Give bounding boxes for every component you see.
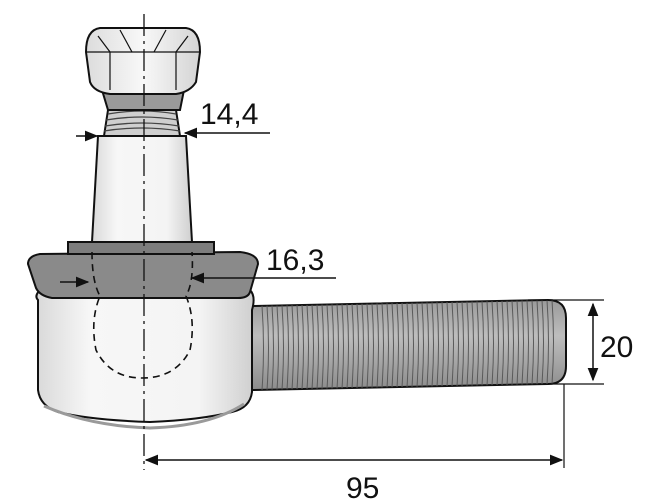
thread-ridge [476,301,479,386]
stud-diameter-label: 14,4 [200,98,258,131]
thread-ridge [341,304,344,389]
thread-diameter-label: 20 [600,331,633,364]
thread-ridge [451,301,454,386]
thread-ridge [546,299,549,385]
thread-ridge [346,304,349,389]
housing-body [35,289,255,430]
thread-ridge [306,304,309,389]
thread-ridge [431,302,434,387]
thread-ridge [296,305,299,390]
thread-ridge [356,303,359,388]
thread-ridge [531,300,534,385]
thread-ridge [426,302,429,387]
thread-ridge [491,301,494,386]
thread-ridge [536,300,539,385]
thread-ridge [301,304,304,390]
thread-ridge [286,305,289,390]
thread-ridge [366,303,369,388]
thread-ridge [391,303,394,388]
thread-ridge [386,303,389,388]
thread-ridge [291,305,294,390]
thread-ridge [406,302,409,387]
thread-ridge [506,300,509,385]
thread-ridge [321,304,324,389]
thread-ridge [371,303,374,388]
hex-nut [84,27,202,95]
thread-ridge [481,301,484,386]
thread-ridge [486,301,489,386]
thread-ridge [331,304,334,389]
thread-ridge [361,303,364,388]
dimension-length: 95 [144,384,565,504]
thread-ridge [381,303,384,388]
thread-ridge [281,305,284,390]
thread-ridge [376,303,379,388]
thread-ridge [351,303,354,389]
thread-ridge [501,300,504,385]
thread-ridge [411,302,414,387]
thread-ridge [396,303,399,388]
thread-ridge [526,300,529,385]
thread-ridge [521,300,524,385]
thread-ridge [441,302,444,387]
collar-band [26,241,260,299]
dimension-thread-diameter: 20 [528,299,633,385]
thread-ridge [466,301,469,386]
thread-ridge [401,302,404,387]
thread-ridge [421,302,424,387]
thread-ridge [551,299,554,384]
thread-ridge [316,304,319,389]
length-label: 95 [346,472,379,504]
thread-ridge [326,304,329,389]
thread-ridge [266,305,269,390]
hidden-ball-socket [91,251,194,379]
thread-ridge [456,301,459,386]
thread-ridge [511,300,514,385]
thread-ridge [416,302,419,387]
thread-ridge [271,305,274,390]
thread-ridge [436,302,439,387]
tapered-stud [90,89,194,243]
thread-ridge [336,304,339,389]
thread-ridge [276,305,279,390]
thread-ridge [446,302,449,387]
thread-ridge [261,305,264,390]
dimension-cone-diameter: 16,3 [60,244,336,288]
dimension-stud-diameter: 14,4 [76,98,270,142]
thread-ridge [471,301,474,386]
thread-ridge [311,304,314,389]
thread-ridge [496,300,499,386]
thread-ridge [541,300,544,385]
threaded-shank [251,298,567,392]
thread-ridge [516,300,519,385]
thread-ridge [461,301,464,386]
cone-diameter-label: 16,3 [266,244,324,277]
